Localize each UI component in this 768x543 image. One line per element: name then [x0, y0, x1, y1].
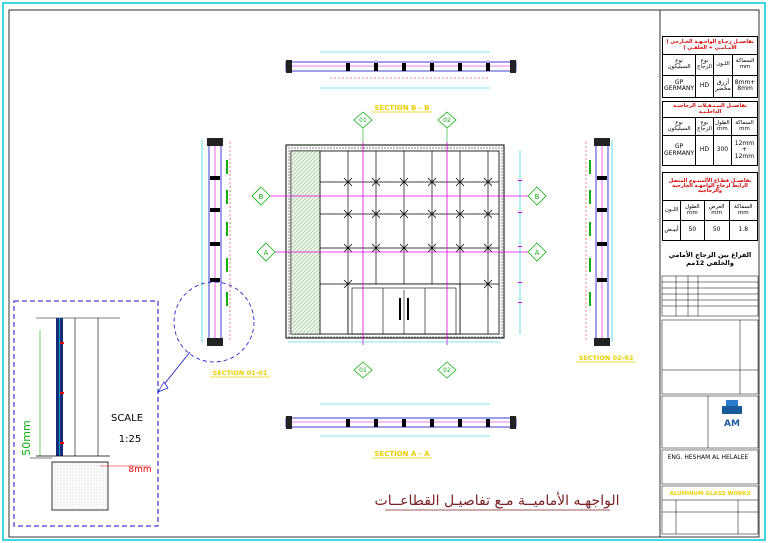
- fins-col-4: السماكة mm: [730, 117, 759, 136]
- svg-text:02: 02: [443, 117, 451, 124]
- company-name: ALUMINUM GLASS WORKS: [669, 491, 750, 497]
- section-bb-plan: [285, 51, 517, 89]
- detail-drawing: [30, 317, 150, 511]
- glass-col-2: نوع الزجاج: [695, 54, 714, 76]
- section-0101-label: SECTION 01-01: [213, 369, 268, 377]
- engineer-name: ENG. HESHAM AL HELALEE: [668, 454, 749, 461]
- glass-val-3: أزرق مخضر: [712, 74, 734, 99]
- alu-col-3: العرض mm: [703, 200, 730, 221]
- section-marker-01-top: 01: [353, 111, 373, 142]
- section-marker-01-bottom: 01: [353, 361, 373, 379]
- alu-col-1: اللـون: [661, 200, 682, 221]
- section-0101-vertical: [201, 138, 231, 346]
- svg-text:02: 02: [443, 367, 451, 374]
- glass-spec-header: تفاصيـل زجـاج الواجـهـة الخـارجي ( الأمـ…: [662, 35, 758, 56]
- aluminum-spec-table: تفاصيـل قطـاع الألمنيـوم المتصل الرابط ل…: [661, 172, 759, 241]
- section-marker-b-left: B: [251, 186, 271, 206]
- sheet-border-inner: [8, 9, 760, 538]
- detail-dim-50mm: 50mm: [20, 420, 33, 455]
- glass-val-4: 8mm+ 8mm: [732, 74, 758, 99]
- section-marker-02-bottom: 02: [437, 361, 457, 379]
- glass-col-4: السماكة mm: [732, 54, 758, 76]
- title-block-grid: [661, 275, 759, 535]
- fins-spec-table: تفاصيـل البيـنـفـلات الزجاجيـة الداخلـيـ…: [661, 101, 759, 166]
- fins-val-3: 300: [712, 135, 732, 166]
- fins-spec-header: تفاصيـل البيـنـفـلات الزجاجيـة الداخلـيـ…: [662, 101, 758, 118]
- scale-label: SCALE: [111, 413, 143, 424]
- alu-val-1: أبيـض: [661, 220, 682, 241]
- aluminum-spec-header: تفاصيـل قطـاع الألمنيـوم المتصل الرابط ل…: [662, 172, 758, 201]
- section-bb-label: SECTION B - B: [374, 104, 429, 112]
- glass-col-3: اللـون: [712, 54, 734, 76]
- alu-val-2: 50: [680, 220, 705, 241]
- glass-col-1: نوع السيليكون: [661, 54, 697, 76]
- glass-spec-table: تفاصيـل زجـاج الواجـهـة الخـارجي ( الأمـ…: [661, 35, 758, 99]
- section-aa-plan: [285, 403, 517, 437]
- section-marker-02-top: 02: [437, 111, 457, 142]
- front-elevation: [270, 142, 532, 345]
- svg-text:B: B: [259, 193, 264, 201]
- glass-gap-note: الفراغ بين الزجاج الأمامي والخلفي 12مم: [668, 251, 752, 267]
- fins-val-1: GP GERMANY: [661, 135, 697, 166]
- svg-text:01: 01: [359, 117, 367, 124]
- glass-val-1: GP GERMANY: [661, 74, 697, 99]
- alu-col-2: الطول mm: [680, 200, 705, 221]
- section-marker-b-right: B: [527, 186, 547, 206]
- logo: [722, 400, 742, 414]
- fins-val-4: 12mm + 12mm: [730, 135, 759, 166]
- alu-val-4: 1.8: [728, 220, 759, 241]
- svg-text:B: B: [535, 193, 540, 201]
- section-marker-a-right: A: [527, 242, 547, 262]
- section-aa-label: SECTION A - A: [374, 450, 430, 458]
- logo-text: AM: [724, 419, 740, 429]
- detail-callout-circle: [173, 281, 255, 363]
- fins-val-2: HD: [695, 135, 714, 166]
- fins-col-2: نوع الزجاج: [695, 117, 714, 136]
- alu-val-3: 50: [703, 220, 730, 241]
- fins-col-1: نوع السيليكون: [661, 117, 697, 136]
- fins-col-3: الطول mm: [712, 117, 732, 136]
- svg-text:A: A: [535, 249, 540, 257]
- alu-col-4: السماكة mm: [728, 200, 759, 221]
- scale-value: 1:25: [119, 434, 141, 445]
- detail-box: [13, 300, 159, 527]
- svg-text:01: 01: [359, 367, 367, 374]
- svg-text:A: A: [264, 249, 269, 257]
- section-0202-vertical: [585, 138, 613, 346]
- section-marker-a-left: A: [256, 242, 276, 262]
- detail-dim-8mm: 8mm: [128, 465, 151, 475]
- drawing-main-title: الواجهـه الأماميــة مـع تفاصيـل القطاعــ…: [375, 491, 620, 509]
- section-0202-label: SECTION 02-02: [579, 354, 634, 362]
- glass-val-2: HD: [695, 74, 714, 99]
